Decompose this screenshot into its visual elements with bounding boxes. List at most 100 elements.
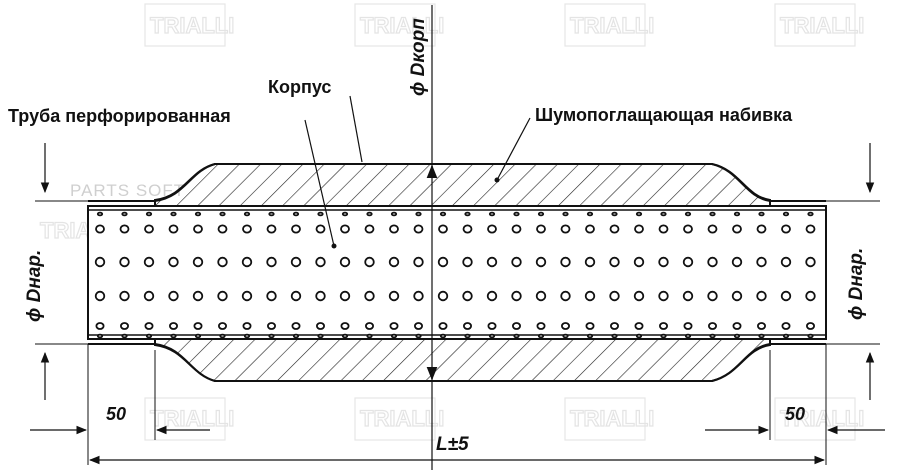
perforation-hole — [805, 290, 816, 302]
perforation-hole — [562, 333, 569, 339]
perforation-hole — [586, 211, 594, 217]
body-label: Корпус — [268, 77, 331, 97]
watermark-text: TRIALLI — [150, 13, 234, 38]
perforation-hole — [584, 290, 596, 302]
perforation-hole — [806, 322, 816, 330]
perforation-hole — [756, 290, 767, 302]
perforation-hole — [144, 224, 154, 234]
perforation-hole — [438, 322, 448, 330]
perforation-hole — [684, 333, 692, 339]
perforation-hole — [242, 224, 252, 234]
perforation-hole — [317, 211, 324, 217]
body-upper-section — [154, 163, 771, 207]
perforation-hole — [486, 256, 498, 268]
perforation-hole — [170, 211, 177, 217]
perforation-hole — [194, 333, 202, 339]
perforation-holes — [94, 211, 816, 339]
perforation-hole — [95, 224, 105, 234]
perforation-hole — [535, 290, 547, 302]
perforation-hole — [634, 224, 644, 234]
perforation-hole — [315, 322, 325, 330]
perforation-hole — [585, 224, 595, 234]
watermark-text: TRIALLI — [150, 406, 234, 431]
perforation-hole — [512, 322, 522, 330]
perforation-hole — [633, 256, 645, 268]
perforation-hole — [168, 224, 179, 234]
perforation-hole — [168, 256, 179, 268]
perforation-hole — [217, 290, 228, 302]
perforation-hole — [315, 256, 326, 268]
perforation-hole — [219, 211, 226, 217]
perforation-hole — [709, 333, 716, 339]
perforation-hole — [633, 290, 645, 302]
perforation-hole — [415, 333, 422, 339]
watermark-box — [144, 397, 226, 441]
perforation-hole — [805, 256, 816, 268]
perforation-hole — [660, 333, 667, 339]
perforation-hole — [192, 290, 204, 302]
perforation-hole — [584, 256, 596, 268]
perforation-hole — [731, 290, 743, 302]
perforation-hole — [684, 211, 692, 217]
perforation-hole — [413, 224, 424, 234]
perforation-hole — [511, 224, 522, 234]
perforation-hole — [658, 224, 669, 234]
perforation-hole — [340, 322, 350, 330]
perforation-hole — [243, 333, 251, 339]
perforation-hole — [610, 322, 620, 330]
perforation-hole — [732, 322, 742, 330]
dnar-left-label: ϕ Dнар. — [24, 250, 45, 322]
perforation-hole — [560, 256, 571, 268]
perforation-hole — [364, 322, 374, 330]
perforation-hole — [339, 290, 351, 302]
perforation-hole — [707, 290, 718, 302]
perforated-pipe-label: Труба перфорированная — [8, 106, 231, 126]
perforation-hole — [758, 211, 765, 217]
body-lower-outline — [88, 343, 826, 382]
perforation-hole — [241, 256, 253, 268]
perforation-hole — [562, 211, 569, 217]
perforation-hole — [682, 256, 694, 268]
perforation-hole — [781, 224, 791, 234]
perforation-hole — [266, 256, 277, 268]
perforation-hole — [292, 211, 300, 217]
perforation-hole — [96, 333, 104, 339]
perforation-hole — [511, 256, 522, 268]
perforation-hole — [242, 322, 252, 330]
perforation-hole — [635, 211, 643, 217]
perforation-hole — [413, 256, 424, 268]
perforation-hole — [217, 256, 228, 268]
watermark-box — [564, 3, 646, 47]
perforation-hole — [537, 211, 545, 217]
body-lower-section — [154, 338, 771, 382]
packing-leader-line — [496, 117, 531, 181]
perforation-hole — [119, 224, 130, 234]
perforation-hole — [364, 224, 375, 234]
perforation-hole — [683, 322, 693, 330]
watermark-box — [774, 397, 856, 441]
perforation-hole — [487, 224, 497, 234]
perforation-hole — [94, 256, 106, 268]
perforated-pipe — [87, 205, 827, 340]
perforation-hole — [389, 322, 399, 330]
perforation-hole — [266, 290, 277, 302]
perforation-hole — [438, 224, 448, 234]
watermark-box — [354, 3, 436, 47]
perforation-hole — [513, 333, 520, 339]
watermark-text: TRIALLI — [780, 13, 864, 38]
perforation-hole — [733, 333, 741, 339]
perforation-hole — [462, 256, 473, 268]
dkorp-label: ϕ Dкорп — [408, 18, 429, 96]
perforation-hole — [807, 211, 814, 217]
watermark-box — [774, 3, 856, 47]
perforation-hole — [193, 322, 203, 330]
perforation-hole — [340, 224, 350, 234]
perforation-hole — [462, 322, 472, 330]
perforation-hole — [291, 322, 301, 330]
perforation-hole — [780, 256, 792, 268]
perforation-hole — [756, 256, 767, 268]
perforation-hole — [488, 211, 496, 217]
partssoft-watermark: PARTS SOFT — [70, 181, 185, 200]
perforation-hole — [366, 211, 373, 217]
